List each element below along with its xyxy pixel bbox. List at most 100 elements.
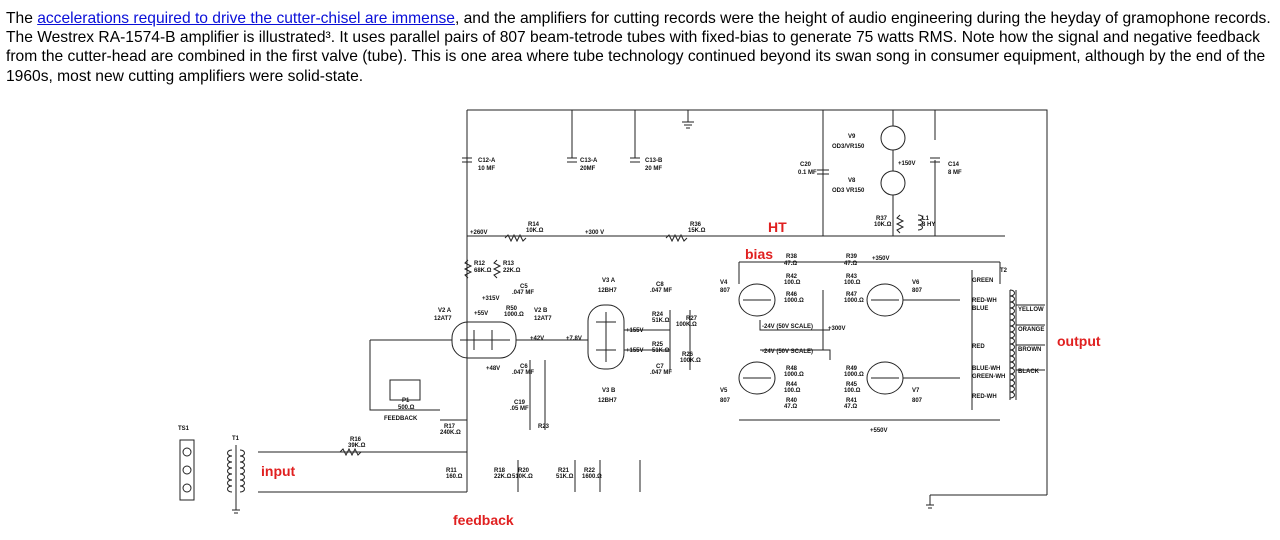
label-r42-value: 100.Ω xyxy=(784,280,801,286)
label-r25: R25 xyxy=(652,342,664,348)
label-v2a-type: 12AT7 xyxy=(434,316,452,322)
label-r14: R14 xyxy=(528,222,540,228)
label-c5-value: .047 MF xyxy=(512,290,534,296)
label-48v: +48V xyxy=(486,366,500,372)
label-r23: R23 xyxy=(538,424,550,430)
label-r21-value: 51K.Ω xyxy=(556,474,574,480)
label-r16-value: 39K.Ω xyxy=(348,443,366,449)
label-c14: C14 xyxy=(948,162,960,168)
label-wire-blue: BLUE xyxy=(972,306,988,312)
label-c12a: C12-A xyxy=(478,158,496,164)
label-300v: +300 V xyxy=(585,230,604,236)
label-wire-red: RED xyxy=(972,344,985,350)
label-v8-type: OD3 VR150 xyxy=(832,188,865,194)
label-t1: T1 xyxy=(232,436,240,442)
label-c5: C5 xyxy=(520,284,528,290)
label-v2b: V2 B xyxy=(534,308,548,314)
label-t2: T2 xyxy=(1000,268,1008,274)
label-c14-value: 8 MF xyxy=(948,170,962,176)
annotation-output: output xyxy=(1057,333,1101,349)
label-r45: R45 xyxy=(846,382,858,388)
label-feedback-pot: FEEDBACK xyxy=(384,416,418,422)
label-c13b: C13-B xyxy=(645,158,663,164)
label-r48: R48 xyxy=(786,366,798,372)
label-v2b-type: 12AT7 xyxy=(534,316,552,322)
annotation-feedback: feedback xyxy=(453,512,514,528)
label-r38: R38 xyxy=(786,254,798,260)
label-v2a: V2 A xyxy=(438,308,452,314)
label-v3a: V3 A xyxy=(602,278,616,284)
label-r24: R24 xyxy=(652,312,664,318)
label-p1: P1 xyxy=(402,398,410,404)
label-wire-orange: ORANGE xyxy=(1018,327,1044,333)
label-l1: L1 xyxy=(922,216,930,222)
label-r16: R16 xyxy=(350,437,362,443)
label-c13a: C13-A xyxy=(580,158,598,164)
label-r41: R41 xyxy=(846,398,858,404)
label-v5-type: 807 xyxy=(720,398,731,404)
label-r37: R37 xyxy=(876,216,888,222)
label-r39-value: 47.Ω xyxy=(844,261,857,267)
annotation-input: input xyxy=(261,463,296,479)
label-r17: R17 xyxy=(444,424,456,430)
label-v5: V5 xyxy=(720,388,728,394)
label-ts1: TS1 xyxy=(178,426,190,432)
label-r49: R49 xyxy=(846,366,858,372)
label-wire-red-wh: RED-WH xyxy=(972,298,997,304)
label-v7-type: 807 xyxy=(912,398,923,404)
label-r11: R11 xyxy=(446,468,457,474)
label-v3b-type: 12BH7 xyxy=(598,398,617,404)
label-wire-brown: BROWN xyxy=(1018,347,1041,353)
label-c20: C20 xyxy=(800,162,812,168)
label-r40-value: 47.Ω xyxy=(784,404,797,410)
label-r50-value: 1000.Ω xyxy=(504,312,524,318)
label-r36: R36 xyxy=(690,222,702,228)
label-300v-b: +300V xyxy=(828,326,846,332)
label-r14-value: 10K.Ω xyxy=(526,228,544,234)
label-r18: R18 xyxy=(494,468,506,474)
label-r50: R50 xyxy=(506,306,518,312)
label-v3a-type: 12BH7 xyxy=(598,288,617,294)
label-r37-value: 10K.Ω xyxy=(874,222,892,228)
label-r42: R42 xyxy=(786,274,798,280)
label-l1-value: 8 HY xyxy=(922,222,935,228)
label-v7: V7 xyxy=(912,388,920,394)
label-c7: C7 xyxy=(656,364,664,370)
label-r40: R40 xyxy=(786,398,798,404)
description-paragraph: The accelerations required to drive the … xyxy=(6,9,1274,86)
label-c7-value: .047 MF xyxy=(650,370,672,376)
label-c8-value: .047 MF xyxy=(650,288,672,294)
label-c19: C19 xyxy=(514,400,526,406)
label-350v: +350V xyxy=(872,256,890,262)
label-v4: V4 xyxy=(720,280,728,286)
label-155v-b: +155V xyxy=(626,348,644,354)
label-c8: C8 xyxy=(656,282,664,288)
label-v8: V8 xyxy=(848,178,856,184)
label-p1-value: 500.Ω xyxy=(398,405,415,411)
label-bias-scale-top: -24V (50V SCALE) xyxy=(762,324,813,330)
label-r22-value: 1600.Ω xyxy=(582,474,602,480)
label-550v: +550V xyxy=(870,428,888,434)
label-r39: R39 xyxy=(846,254,858,260)
label-r20-value: 510K.Ω xyxy=(512,474,533,480)
label-v9-type: OD3/VR150 xyxy=(832,144,865,150)
label-r47: R47 xyxy=(846,292,858,298)
accelerations-link[interactable]: accelerations required to drive the cutt… xyxy=(37,10,455,27)
label-v9: V9 xyxy=(848,134,856,140)
label-bias-scale-bottom: -24V (50V SCALE) xyxy=(762,349,813,355)
label-wire-green-wh: GREEN-WH xyxy=(972,374,1005,380)
label-r44: R44 xyxy=(786,382,798,388)
label-wire-green: GREEN xyxy=(972,278,993,284)
label-r26: R26 xyxy=(682,352,694,358)
label-r12: R12 xyxy=(474,261,486,267)
label-r26-value: 100K.Ω xyxy=(680,358,701,364)
label-r20: R20 xyxy=(518,468,530,474)
label-c19-value: .05 MF xyxy=(510,406,529,412)
label-c20-value: 0.1 MF xyxy=(798,170,817,176)
label-55v: +55V xyxy=(474,311,488,317)
paragraph-body: , and the amplifiers for cutting records… xyxy=(6,10,1271,85)
label-260v: +260V xyxy=(470,230,488,236)
label-r11-value: 160.Ω xyxy=(446,474,463,480)
label-c13a-value: 20MF xyxy=(580,166,596,172)
